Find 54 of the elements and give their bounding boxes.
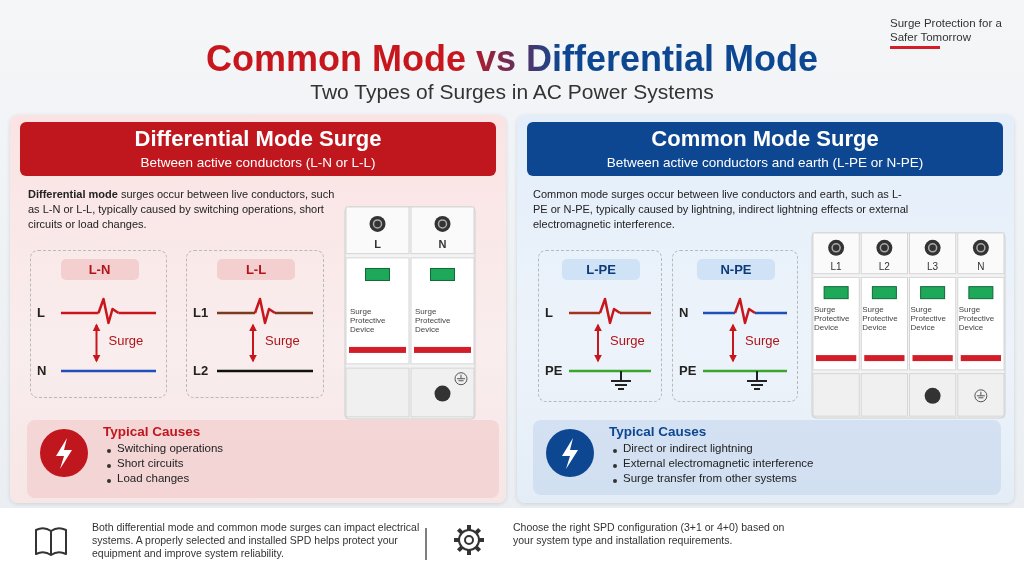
device-label: Surge Protective Device (350, 307, 387, 334)
terminal-label: N (976, 261, 986, 272)
tagline: Surge Protection for a Safer Tomorrow (890, 16, 1003, 44)
mode-tag: L-N (60, 259, 139, 280)
cause-item: Surge transfer from other systems (623, 472, 797, 484)
line-label: L2 (193, 363, 209, 378)
mode-tag: L-L (217, 259, 295, 280)
causes-heading: Typical Causes (103, 424, 201, 439)
terminal-label: L (373, 238, 382, 250)
terminal-label: L2 (877, 261, 891, 272)
surge-label: Surge (610, 333, 645, 348)
causes-card (27, 420, 499, 498)
line-label: PE (679, 363, 697, 378)
panel-heading: Common Mode Surge (650, 126, 880, 152)
line-label: PE (545, 363, 563, 378)
circuit-diagram-card (672, 250, 798, 402)
device-label: Surge Protective Device (910, 305, 948, 332)
circuit-diagram-card (186, 250, 324, 398)
mode-tag: N-PE (697, 259, 775, 280)
footer-note: Choose the right SPD configuration (3+1 or 4+0) based on your system type and installation requirements. (513, 521, 786, 547)
panel (517, 115, 1014, 503)
subtitle: Two Types of Surges in AC Power Systems (309, 80, 715, 104)
footer-note: Both differential mode and common mode surges can impact electrical systems. A properly selected and installed SPD helps protect your equipment and improve system reliability. (92, 521, 421, 560)
circuit-diagram-card (538, 250, 662, 402)
panel-subheading: Between active conductors (L-N or L-L) (139, 155, 377, 170)
causes-heading: Typical Causes (609, 424, 707, 439)
device-label: Surge Protective Device (415, 307, 452, 334)
line-label: L1 (193, 305, 209, 320)
cause-item: External electromagnetic interference (623, 457, 814, 469)
cause-item: Switching operations (117, 442, 224, 454)
panel (10, 115, 506, 503)
panel-subheading: Between active conductors and earth (L-PE or N-PE) (605, 155, 925, 170)
description-text: Differential mode surges occur between live conductors, such as L-N or L-L, typically caused by switching operations, short circuits or load changes. (28, 187, 336, 232)
terminal-label: L3 (926, 261, 940, 272)
circuit-diagram-card (30, 250, 167, 398)
cause-item: Load changes (117, 472, 190, 484)
causes-card (533, 420, 1001, 495)
panel-heading: Differential Mode Surge (133, 126, 383, 152)
device-label: Surge Protective Device (862, 305, 899, 332)
description-text: Common mode surges occur between live conductors and earth, such as L-PE or N-PE, typically caused by lightning, indirect lightning effects or external electromagnetic interference. (533, 187, 910, 232)
device-label: Surge Protective Device (958, 305, 996, 332)
terminal-label: L1 (829, 261, 843, 272)
line-label: N (37, 363, 47, 378)
line-label: N (679, 305, 689, 320)
mode-tag: L-PE (562, 259, 640, 280)
surge-label: Surge (265, 333, 300, 348)
device-label: Surge Protective Device (814, 305, 851, 332)
surge-label: Surge (108, 333, 144, 348)
surge-label: Surge (745, 333, 780, 348)
cause-item: Short circuits (117, 457, 184, 469)
line-label: L (545, 305, 553, 320)
terminal-label: N (437, 238, 448, 250)
cause-item: Direct or indirect lightning (623, 442, 753, 454)
line-label: L (37, 305, 45, 320)
